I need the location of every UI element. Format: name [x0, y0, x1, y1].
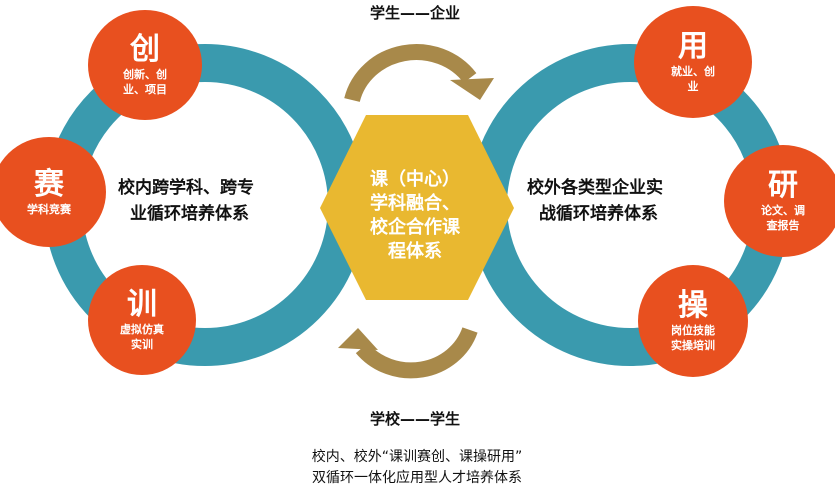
top-arrowhead [450, 78, 494, 100]
left-ring-text: 校内跨学科、跨专 业循环培养体系 [118, 175, 254, 227]
node-title: 创 [130, 32, 160, 67]
center-hexagon-text: 课（中心） 学科融合、 校企合作课 程体系 [330, 168, 500, 264]
node-desc: 学科竞赛 [27, 202, 71, 216]
node-desc: 实操培训 [671, 339, 715, 352]
bottom-cycle-arrow [355, 327, 478, 379]
node-chuang: 创 创新、创 业、项目 [88, 10, 202, 120]
node-desc: 论文、调 [760, 204, 805, 217]
right-ring-text: 校外各类型企业实 战循环培养体系 [527, 175, 663, 227]
node-desc: 查报告 [766, 219, 800, 232]
node-sai: 赛 学科竞赛 [0, 137, 106, 247]
center-hexagon [320, 115, 514, 300]
node-desc: 业、项目 [123, 83, 167, 96]
right-ring-line: 战循环培养体系 [539, 204, 658, 224]
node-yan: 研 论文、调 查报告 [724, 145, 835, 257]
center-line: 课（中心） [370, 169, 460, 190]
node-desc: 岗位技能 [671, 324, 715, 337]
bottom-label: 学校——学生 [369, 410, 460, 428]
node-yong: 用 就业、创 业 [634, 6, 752, 118]
node-cao: 操 岗位技能 实操培训 [638, 265, 748, 377]
top-cycle-arrow [344, 44, 477, 103]
right-ring-line: 校外各类型企业实 [527, 178, 663, 198]
node-desc: 虚拟仿真 [119, 323, 164, 336]
node-desc: 实训 [130, 338, 153, 351]
node-title: 训 [127, 287, 157, 322]
node-title: 研 [768, 168, 798, 203]
center-line: 校企合作课 [370, 217, 460, 238]
node-title: 赛 [34, 166, 64, 202]
left-ring-line: 校内跨学科、跨专 [118, 178, 254, 198]
top-label: 学生——企业 [369, 4, 460, 22]
center-line: 程体系 [388, 241, 442, 262]
node-title: 操 [678, 288, 708, 323]
center-line: 学科融合、 [370, 193, 460, 214]
bottom-arrowhead [338, 328, 378, 350]
node-desc: 创新、创 [123, 68, 167, 81]
caption-line: 校内、校外“课训赛创、课操研用” [311, 449, 523, 465]
node-title: 用 [678, 29, 708, 64]
node-desc: 就业、创 [670, 65, 715, 78]
caption: 校内、校外“课训赛创、课操研用” 双循环一体化应用型人才培养体系 [217, 447, 617, 489]
left-ring-line: 业循环培养体系 [130, 204, 249, 224]
node-desc: 业 [687, 80, 699, 93]
node-xun: 训 虚拟仿真 实训 [88, 265, 196, 375]
caption-line: 双循环一体化应用型人才培养体系 [312, 470, 522, 486]
